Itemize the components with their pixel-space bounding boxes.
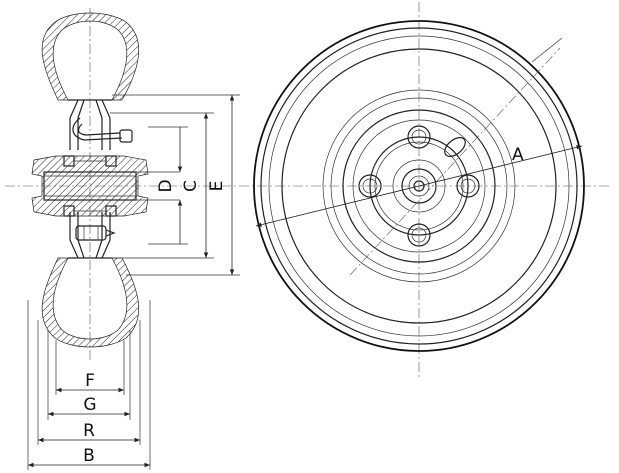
upper-rim-outline [69,99,111,150]
dimension-A-line [255,145,583,227]
hub-bolts [63,155,117,217]
hub-section [31,155,149,217]
label-F: F [85,371,95,391]
svg-text:C: C [181,180,201,192]
extension-lines-bottom [27,300,151,470]
upper-tire-section [41,12,140,101]
svg-text:E: E [207,181,227,192]
label-C: C [181,180,201,192]
valve-leader-tick [531,37,563,63]
extension-lines-right [110,94,240,276]
label-D: D [156,179,176,192]
label-A: A [512,145,524,165]
valve-axis-line [349,47,561,276]
lower-tire-section [41,257,140,348]
lower-rim-outline [69,212,111,259]
grease-nipple [75,225,116,241]
section-view: E C D F G R B [5,8,612,470]
tire-outer-ring [253,20,585,352]
front-view: A [253,2,585,380]
label-G: G [83,395,96,415]
valve-stem [72,117,133,143]
label-E: E [207,181,227,192]
svg-text:D: D [156,179,176,192]
label-R: R [83,421,95,441]
label-B: B [83,446,95,466]
